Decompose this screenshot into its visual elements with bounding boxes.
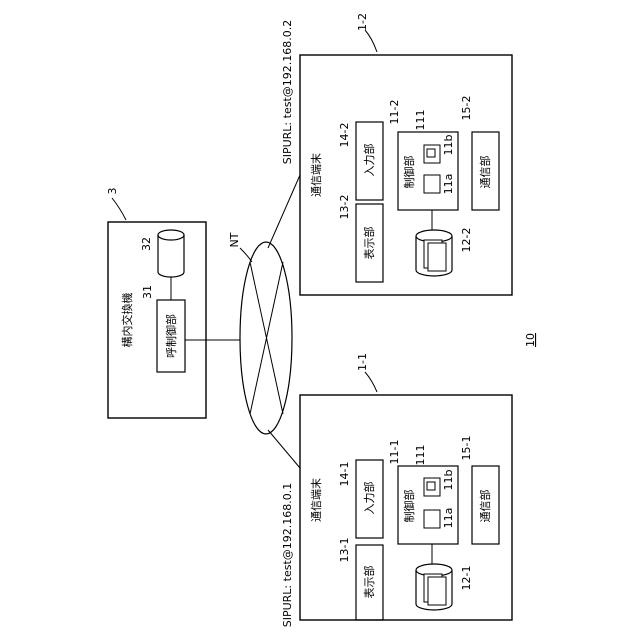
network-label: NT	[228, 232, 241, 247]
terminal-1: 1-1 SIPURL: test@192.168.0.1 通信端末 表示部 13…	[281, 353, 512, 627]
terminal-2-input-ref: 14-2	[338, 123, 351, 148]
terminal-1-title: 通信端末	[309, 478, 323, 522]
terminal-2-comm-ref: 15-2	[460, 96, 473, 121]
terminal-2-control-label: 制御部	[402, 156, 416, 189]
pbx-ref: 3	[106, 188, 119, 195]
terminal-1-ref: 1-1	[356, 353, 369, 371]
terminal-1-input-ref: 14-1	[338, 462, 351, 487]
terminal-1-sub-b-inner-ref: 111	[414, 445, 427, 466]
call-control-ref: 31	[141, 285, 154, 299]
pbx-storage-ref: 32	[140, 237, 153, 251]
network-to-terminal2-line	[268, 175, 300, 248]
terminal-1-sub-a-box	[424, 510, 440, 528]
terminal-2-comm-label: 通信部	[478, 156, 492, 189]
pbx: 3 構内交換機 呼制御部 31 32	[106, 188, 240, 419]
terminal-2-storage-ref: 12-2	[460, 228, 473, 253]
terminal-2-control-ref: 11-2	[388, 100, 401, 125]
network-ref-leader	[240, 248, 252, 262]
network-to-terminal1-line	[268, 430, 300, 468]
terminal-1-ref-leader	[365, 372, 377, 392]
terminal-2-display-label: 表示部	[362, 227, 376, 260]
terminal-1-comm-ref: 15-1	[460, 436, 473, 461]
terminal-1-display-ref: 13-1	[338, 538, 351, 563]
terminal-2-input-label: 入力部	[362, 144, 376, 177]
terminal-2-display-ref: 13-2	[338, 195, 351, 220]
call-control-label: 呼制御部	[164, 314, 178, 358]
terminal-2-ref-leader	[365, 30, 377, 52]
terminal-1-storage-ref: 12-1	[460, 566, 473, 591]
terminal-2-title: 通信端末	[309, 153, 323, 197]
terminal-1-sub-a-ref: 11a	[442, 508, 455, 529]
terminal-2-storage-icon	[416, 230, 452, 276]
terminal-2-sub-a-ref: 11a	[442, 174, 455, 195]
terminal-2: 1-2 SIPURL: test@192.168.0.2 通信端末 表示部 13…	[281, 13, 512, 295]
terminal-1-sip-uri: SIPURL: test@192.168.0.1	[281, 483, 294, 628]
terminal-1-comm-label: 通信部	[478, 490, 492, 523]
pbx-storage-icon	[158, 230, 184, 277]
terminal-1-control-ref: 11-1	[388, 440, 401, 465]
terminal-2-sub-b-ref: 11b	[442, 134, 455, 155]
network: NT	[228, 175, 300, 468]
terminal-2-ref: 1-2	[356, 13, 369, 31]
terminal-1-control-label: 制御部	[402, 490, 416, 523]
pbx-title: 構内交換機	[120, 293, 134, 348]
figure-number: 10	[524, 333, 537, 347]
pbx-ref-leader	[112, 198, 126, 220]
terminal-1-sub-b-ref: 11b	[442, 469, 455, 490]
terminal-1-input-label: 入力部	[362, 482, 376, 515]
terminal-2-sip-uri: SIPURL: test@192.168.0.2	[281, 20, 294, 165]
terminal-2-sub-b-inner-ref: 111	[414, 110, 427, 131]
terminal-2-sub-b-inner	[427, 149, 435, 157]
terminal-1-storage-icon	[416, 564, 452, 610]
terminal-2-sub-a-box	[424, 175, 440, 193]
terminal-1-sub-b-inner	[427, 482, 435, 490]
terminal-1-display-label: 表示部	[362, 566, 376, 599]
